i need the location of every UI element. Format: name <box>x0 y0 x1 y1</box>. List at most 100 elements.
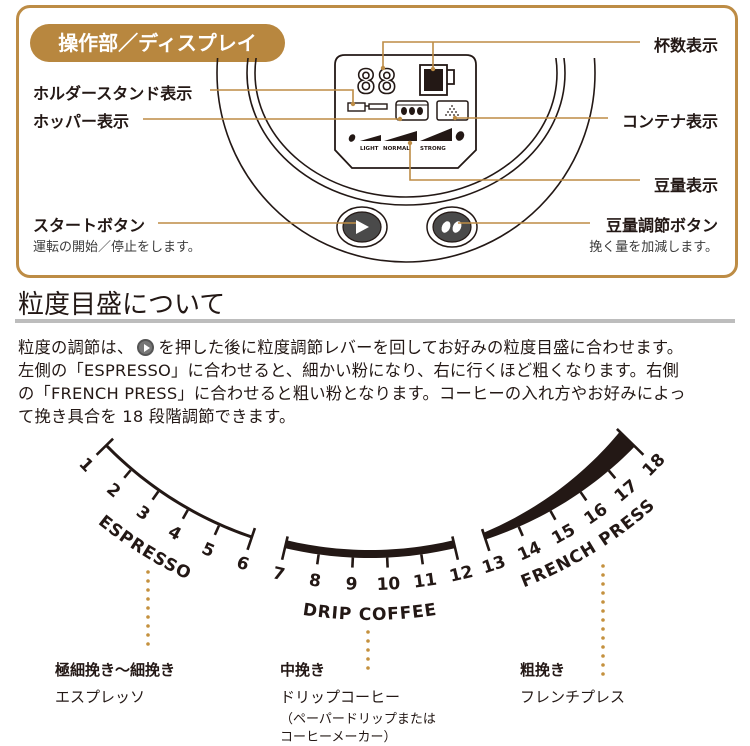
dial-number: 10 <box>376 574 401 595</box>
dial-tick <box>480 528 491 552</box>
holder-stand-icon <box>347 102 388 112</box>
caption-espresso-desc: エスプレッソ <box>55 688 146 706</box>
callout-start-button: スタートボタン <box>33 216 146 235</box>
paragraph-line-2: 左側の「ESPRESSO」に合わせると、細かい粉になり、右に行くほど粗くなります… <box>18 361 680 380</box>
dial-number: 12 <box>448 562 476 587</box>
dial-number: 13 <box>480 552 509 578</box>
dial-tick <box>451 536 460 561</box>
dial-tick <box>213 525 221 536</box>
dial-tick <box>420 554 425 565</box>
dial-tick <box>579 491 588 502</box>
dial-number: 6 <box>234 553 252 576</box>
dial-tick <box>123 469 132 479</box>
leader-dot <box>146 597 150 601</box>
dial-tick <box>549 510 557 521</box>
strength-label-strong: STRONG <box>420 146 446 152</box>
strength-label-normal: NORMAL <box>383 146 410 152</box>
dial-tick <box>607 469 617 480</box>
dial-tick <box>151 490 160 501</box>
cup-count-digits: 88 <box>356 62 398 101</box>
dial-number: 14 <box>515 538 545 566</box>
callout-cups: 杯数表示 <box>653 36 718 55</box>
caption-french-desc: フレンチプレス <box>520 688 626 706</box>
leader-dot <box>146 570 150 574</box>
dial-number: 7 <box>271 563 287 585</box>
callout-holder-stand: ホルダースタンド表示 <box>33 84 193 103</box>
dial-tick <box>181 509 189 520</box>
leader-dot <box>366 639 370 643</box>
dial-number: 2 <box>102 479 124 502</box>
leader-dot <box>601 654 605 658</box>
dial-number: 8 <box>308 570 323 591</box>
paragraph-line-3: の「FRENCH PRESS」に合わせると粗い粉となります。コーヒーの入れ方やお… <box>18 384 686 403</box>
leader-dot <box>601 591 605 595</box>
dial-tick <box>517 526 524 537</box>
coffee-bean-icon <box>441 221 462 233</box>
leader-dot <box>146 588 150 592</box>
leader-dot <box>146 624 150 628</box>
control-panel-frame <box>16 5 738 278</box>
dial-category-label: ESPRESSO <box>94 511 194 584</box>
dial-tick <box>280 536 289 561</box>
section-heading: 粒度目盛について <box>18 290 226 320</box>
dial-number: 11 <box>412 570 438 593</box>
caption-french-title: 粗挽き <box>520 661 566 679</box>
caption-drip-note-1: （ペーパードリップまたは <box>280 712 436 727</box>
leader-dot <box>146 642 150 646</box>
paragraph-line-1: 粒度の調節は、 を押した後に粒度調節レバーを回してお好みの粒度目盛に合わせます。 <box>18 334 683 358</box>
strength-label-light: LIGHT <box>360 146 379 152</box>
start-button[interactable] <box>336 206 388 248</box>
dial-tick <box>246 527 257 551</box>
para-text: 粒度の調節は、 <box>18 338 134 357</box>
callout-bean-button: 豆量調節ボタン <box>605 216 718 235</box>
leader-dot <box>146 615 150 619</box>
dial-number: 1 <box>75 454 98 476</box>
dial-number: 15 <box>548 520 578 549</box>
callout-container: コンテナ表示 <box>621 112 718 131</box>
leader-dot <box>146 633 150 637</box>
callout-leader-lines <box>143 41 640 224</box>
bean-amount-button[interactable] <box>426 206 478 248</box>
leader-dot <box>366 657 370 661</box>
bean-button-description: 挽く量を加減します。 <box>589 240 718 255</box>
start-button-description: 運転の開始／停止をします。 <box>33 240 201 255</box>
container-icon <box>436 100 469 121</box>
leader-dot <box>601 636 605 640</box>
para-text: を押した後に粒度調節レバーを回してお好みの粒度目盛に合わせます。 <box>158 338 684 357</box>
start-button-icon <box>137 339 155 356</box>
dotted-leaders <box>146 564 605 676</box>
panel-title: 操作部／ディスプレイ <box>30 24 285 62</box>
dial-number: 5 <box>198 539 217 562</box>
leader-dot <box>366 648 370 652</box>
callout-bean-amount: 豆量表示 <box>653 176 718 195</box>
leader-dot <box>601 582 605 586</box>
callout-hopper: ホッパー表示 <box>33 112 130 131</box>
paragraph-line-4: て挽き具合を 18 段階調節できます。 <box>18 407 296 426</box>
leader-dot <box>601 573 605 577</box>
dial-number: 16 <box>581 499 612 529</box>
device-rings <box>216 58 596 263</box>
dial-tick <box>315 554 320 565</box>
heading-rule <box>15 319 735 323</box>
leader-dot <box>601 609 605 613</box>
leader-dot <box>601 564 605 568</box>
leader-dot <box>601 645 605 649</box>
caption-drip-title: 中挽き <box>280 661 326 679</box>
dial-tick <box>95 437 114 456</box>
leader-dot <box>601 600 605 604</box>
dial-band <box>483 431 635 540</box>
leader-dot <box>601 672 605 676</box>
dial-number: 17 <box>611 476 642 507</box>
leader-dot <box>366 666 370 670</box>
leader-dot <box>601 663 605 667</box>
leader-dot <box>146 579 150 583</box>
dial-band <box>284 540 456 558</box>
dial-category-label: DRIP COFFEE <box>302 600 439 625</box>
hopper-icon <box>395 100 429 121</box>
strength-meter <box>348 128 465 142</box>
leader-dot <box>366 630 370 634</box>
leader-dot <box>146 606 150 610</box>
dial-number: 9 <box>345 574 358 595</box>
